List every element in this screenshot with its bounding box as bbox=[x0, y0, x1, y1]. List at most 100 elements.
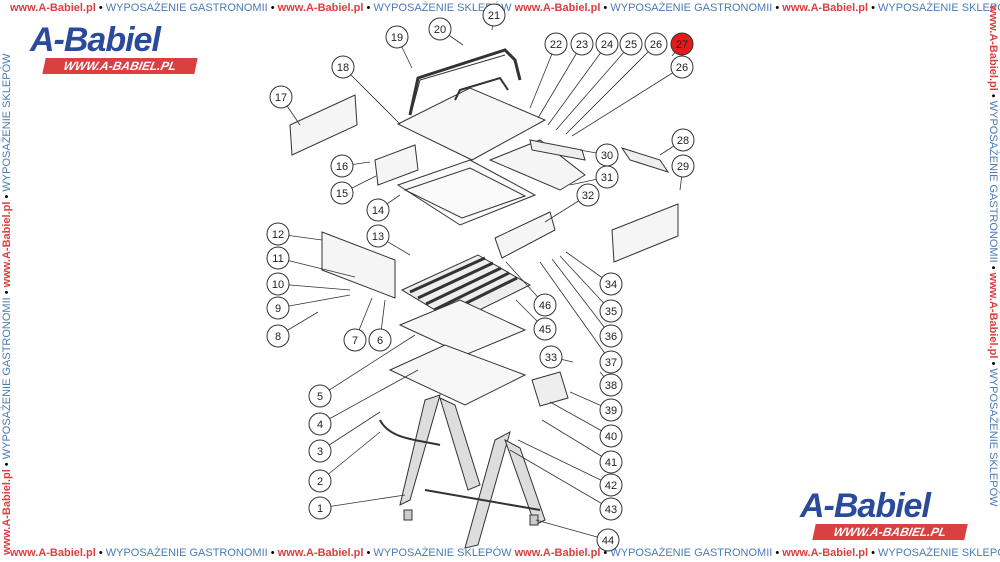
callout-bubble bbox=[599, 398, 623, 422]
leader-line bbox=[537, 43, 583, 119]
frame-leg bbox=[504, 438, 546, 526]
callout-31: 31 bbox=[569, 165, 619, 189]
callout-bubble bbox=[599, 350, 623, 374]
callout-number: 16 bbox=[336, 161, 348, 173]
callout-number: 12 bbox=[272, 229, 284, 241]
callout-number: 27 bbox=[676, 39, 688, 51]
callout-number: 33 bbox=[545, 352, 557, 364]
side-bracket bbox=[374, 144, 419, 186]
leader-line bbox=[547, 43, 608, 126]
leader-line bbox=[319, 431, 381, 482]
callout-number: 19 bbox=[391, 32, 403, 44]
leader-line bbox=[541, 419, 612, 463]
callout-14: 14 bbox=[366, 194, 401, 222]
callout-5: 5 bbox=[308, 334, 416, 408]
leader-line bbox=[529, 43, 557, 109]
side-panel-29 bbox=[611, 203, 679, 263]
grease-tray bbox=[396, 159, 537, 226]
callout-bubble bbox=[599, 497, 623, 521]
callout-19: 19 bbox=[385, 25, 413, 69]
callout-number: 20 bbox=[434, 24, 446, 36]
strip-text: www.A-Babiel.pl bbox=[514, 2, 601, 14]
callout-33: 33 bbox=[539, 345, 574, 369]
callout-bubble bbox=[428, 17, 452, 41]
callout-10: 10 bbox=[266, 272, 351, 296]
strip-text: WYPOSAŻENIE GASTRONOMII bbox=[610, 547, 773, 559]
strip-text: www.A-Babiel.pl bbox=[782, 547, 869, 559]
callout-bubble bbox=[266, 296, 290, 320]
bracket-30 bbox=[529, 139, 586, 161]
callout-12: 12 bbox=[266, 222, 323, 246]
callout-number: 40 bbox=[605, 431, 617, 443]
footer-watermark-strip: www.A-Babiel.pl • WYPOSAŻENIE GASTRONOMI… bbox=[10, 547, 1000, 559]
callout-number: 3 bbox=[317, 446, 323, 458]
leader-line bbox=[319, 334, 416, 397]
callout-number: 8 bbox=[275, 331, 281, 343]
callout-44: 44 bbox=[535, 519, 620, 552]
brand-logo[interactable]: A-Babiel WWW.A-BABIEL.PL bbox=[800, 487, 968, 540]
leader-line bbox=[551, 258, 612, 337]
strip-text: www.A-Babiel.pl bbox=[514, 547, 601, 559]
callout-4: 4 bbox=[308, 369, 419, 436]
callout-bubble bbox=[599, 424, 623, 448]
callout-bubble bbox=[619, 32, 643, 56]
callout-bubble bbox=[366, 198, 390, 222]
callout-26: 26 bbox=[571, 55, 694, 137]
callout-number: 35 bbox=[605, 306, 617, 318]
callout-number: 5 bbox=[317, 391, 323, 403]
callout-bubble bbox=[544, 32, 568, 56]
leader-line bbox=[517, 439, 612, 486]
callout-28: 28 bbox=[659, 128, 695, 156]
leader-line bbox=[319, 494, 406, 509]
callout-bubble bbox=[595, 165, 619, 189]
callout-17: 17 bbox=[269, 85, 301, 126]
callout-39: 39 bbox=[569, 391, 623, 422]
side-panel-17 bbox=[289, 94, 358, 156]
callout-bubble bbox=[599, 299, 623, 323]
header-watermark-strip: www.A-Babiel.pl • WYPOSAŻENIE GASTRONOMI… bbox=[10, 2, 1000, 14]
callout-number: 6 bbox=[377, 335, 383, 347]
callout-bubble bbox=[308, 496, 332, 520]
logo-name: A-Babiel bbox=[800, 487, 931, 525]
callout-bubble bbox=[599, 450, 623, 474]
leader-line bbox=[555, 43, 632, 131]
top-plate bbox=[396, 87, 547, 161]
callout-bubble bbox=[599, 373, 623, 397]
callout-29: 29 bbox=[671, 154, 695, 191]
callout-32: 32 bbox=[544, 183, 600, 223]
grease-tray-inner bbox=[403, 167, 527, 219]
callout-24: 24 bbox=[547, 32, 619, 126]
brand-logo[interactable]: A-Babiel WWW.A-BABIEL.PL bbox=[30, 22, 198, 74]
callout-number: 13 bbox=[372, 231, 384, 243]
callout-27: 27 bbox=[670, 32, 694, 57]
callout-41: 41 bbox=[541, 419, 623, 474]
callout-number: 11 bbox=[272, 253, 283, 265]
callout-8: 8 bbox=[266, 311, 319, 348]
callout-bubble bbox=[671, 154, 695, 178]
strip-text: www.A-Babiel.pl bbox=[10, 547, 96, 559]
callout-number: 34 bbox=[605, 279, 617, 291]
base-tray bbox=[388, 344, 527, 406]
callout-bubble bbox=[670, 55, 694, 79]
heating-plate bbox=[398, 299, 527, 356]
callout-number: 24 bbox=[601, 39, 613, 51]
callout-number: 26 bbox=[676, 62, 688, 74]
callout-22: 22 bbox=[529, 32, 568, 109]
frame-leg bbox=[399, 394, 441, 506]
handle-rail-inner bbox=[411, 54, 506, 111]
strip-text: WYPOSAŻENIE GASTRONOMII bbox=[105, 2, 268, 14]
callout-30: 30 bbox=[579, 143, 619, 167]
frame-crossbar bbox=[424, 489, 541, 511]
callout-bubble bbox=[366, 224, 390, 248]
foot bbox=[529, 514, 539, 526]
leader-line bbox=[571, 66, 683, 137]
callout-bubble bbox=[308, 469, 332, 493]
callout-number: 37 bbox=[605, 357, 617, 369]
callout-46: 46 bbox=[505, 261, 557, 317]
callout-number: 36 bbox=[605, 331, 617, 343]
leader-line bbox=[509, 449, 612, 510]
callout-number: 25 bbox=[625, 39, 637, 51]
callout-42: 42 bbox=[517, 439, 623, 497]
